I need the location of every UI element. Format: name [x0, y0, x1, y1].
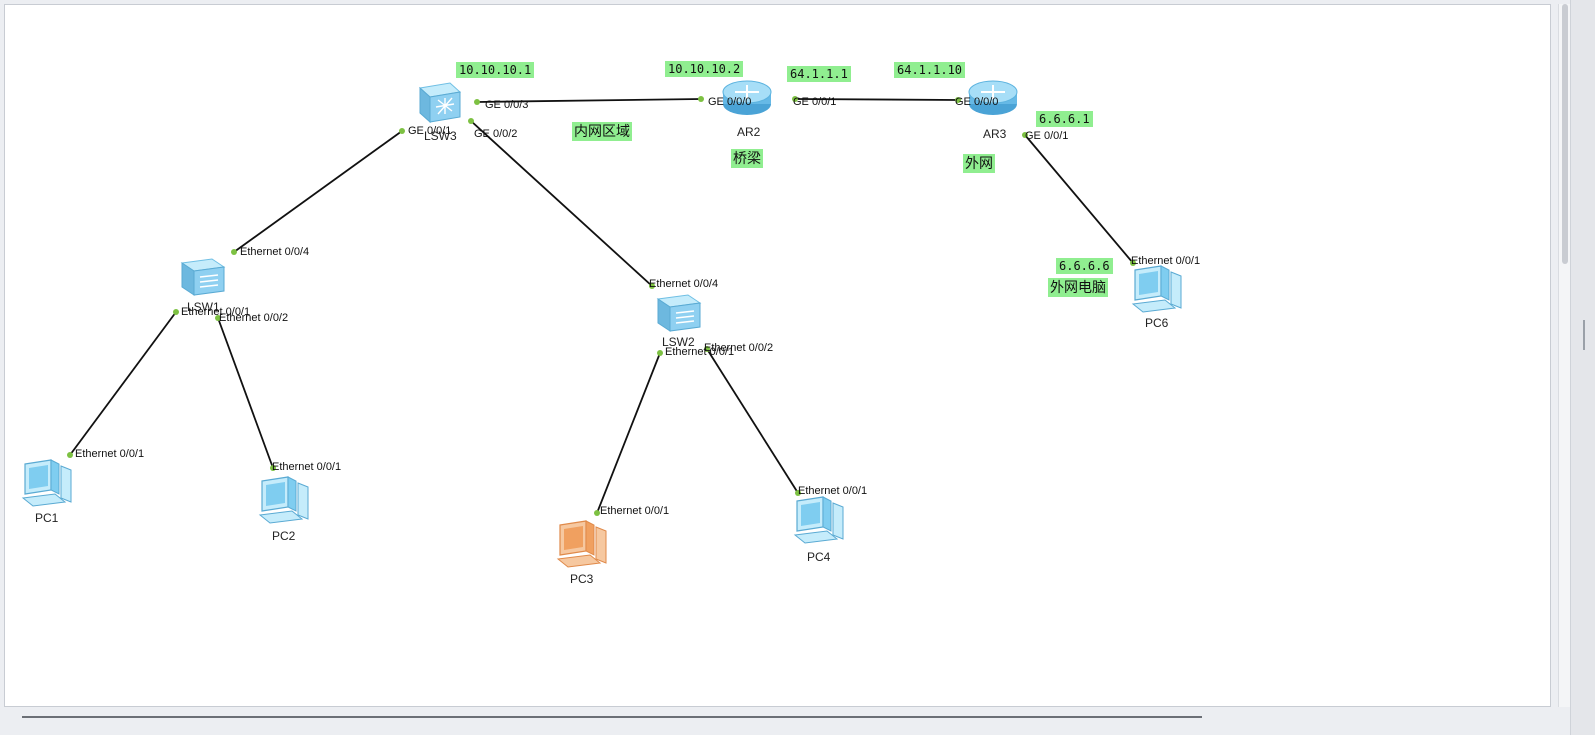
- zone-note: 外网: [963, 154, 995, 173]
- ip-note: 64.1.1.10: [894, 62, 966, 78]
- port-dot: [231, 249, 237, 255]
- links-layer: [67, 96, 1136, 516]
- zone-note: 内网区域: [572, 122, 632, 141]
- lsw2-label: LSW2: [662, 335, 695, 349]
- link-lsw3-ar2[interactable]: [476, 98, 702, 103]
- port-label-lsw2: Ethernet 0/0/1: [665, 346, 735, 358]
- lsw1-label: LSW1: [187, 300, 220, 314]
- panel-resize-grip[interactable]: [1583, 320, 1591, 350]
- lsw3-label: LSW3: [424, 129, 457, 143]
- port-dot: [955, 97, 961, 103]
- pc1-label: PC1: [35, 511, 59, 525]
- port-label-lsw2: Ethernet 0/0/2: [704, 342, 774, 354]
- port-label-pc3: Ethernet 0/0/1: [600, 505, 670, 517]
- port-label-ar2: GE 0/0/0: [708, 96, 752, 108]
- link-lsw2-pc3[interactable]: [596, 352, 661, 514]
- pc1-pc-icon[interactable]: [21, 459, 72, 507]
- port-dot: [67, 452, 73, 458]
- ar2-label: AR2: [737, 125, 761, 139]
- port-label-lsw1: Ethernet 0/0/2: [219, 312, 289, 324]
- port-label-lsw1: Ethernet 0/0/1: [181, 306, 251, 318]
- ip-note: 10.10.10.1: [456, 62, 535, 78]
- pc3-pc-icon[interactable]: [556, 520, 607, 568]
- port-dot: [173, 309, 179, 315]
- link-lsw1-pc2[interactable]: [217, 317, 274, 469]
- port-label-ar3: GE 0/0/0: [955, 96, 999, 108]
- ip-note: 6.6.6.1: [1036, 111, 1093, 127]
- horizontal-scrollbar[interactable]: [4, 710, 1551, 724]
- port-dot: [468, 118, 474, 124]
- port-dot: [594, 510, 600, 516]
- pc6-pc-icon[interactable]: [1131, 265, 1182, 313]
- pc2-label: PC2: [272, 529, 296, 543]
- port-dot: [474, 99, 480, 105]
- ar2-router-icon[interactable]: [722, 80, 772, 115]
- port-label-lsw1: Ethernet 0/0/4: [240, 246, 310, 258]
- link-ar2-ar3[interactable]: [794, 98, 959, 101]
- pc3-label: PC3: [570, 572, 594, 586]
- link-lsw3-lsw1[interactable]: [233, 130, 403, 253]
- ar3-label: AR3: [983, 127, 1007, 141]
- ip-note: 6.6.6.6: [1056, 258, 1113, 274]
- pc2-pc-icon[interactable]: [258, 476, 309, 524]
- zone-note: 外网电脑: [1048, 278, 1108, 297]
- lsw3-core-switch-icon[interactable]: [418, 82, 462, 124]
- port-label-lsw3: GE 0/0/1: [408, 125, 452, 137]
- port-dot: [657, 350, 663, 356]
- port-dot: [649, 283, 655, 289]
- port-label-pc2: Ethernet 0/0/1: [272, 461, 342, 473]
- port-label-pc1: Ethernet 0/0/1: [75, 448, 145, 460]
- link-ar3-pc6[interactable]: [1024, 134, 1134, 264]
- vertical-scroll-thumb[interactable]: [1562, 4, 1568, 264]
- port-label-lsw3: GE 0/0/2: [474, 128, 518, 140]
- horizontal-scroll-thumb[interactable]: [22, 716, 1202, 718]
- port-dot: [698, 96, 704, 102]
- vertical-scrollbar[interactable]: [1558, 4, 1571, 707]
- port-label-lsw3: GE 0/0/3: [485, 99, 529, 111]
- port-label-pc4: Ethernet 0/0/1: [798, 485, 868, 497]
- ip-note: 64.1.1.1: [787, 66, 851, 82]
- port-dot: [792, 96, 798, 102]
- topology-canvas[interactable]: GE 0/0/3 GE 0/0/0 GE 0/0/1 GE 0/0/0 GE 0/0/1…: [4, 4, 1551, 707]
- port-dot: [1130, 260, 1136, 266]
- ar3-router-icon[interactable]: [968, 80, 1018, 115]
- port-dot: [215, 315, 221, 321]
- port-label-lsw2: Ethernet 0/0/4: [649, 278, 719, 290]
- pc6-label: PC6: [1145, 316, 1169, 330]
- lsw2-switch-icon[interactable]: [656, 294, 702, 332]
- port-dot: [704, 346, 710, 352]
- pc4-label: PC4: [807, 550, 831, 564]
- port-dot: [270, 465, 276, 471]
- port-label-pc6: Ethernet 0/0/1: [1131, 255, 1201, 267]
- lsw1-switch-icon[interactable]: [180, 258, 226, 296]
- ip-note: 10.10.10.2: [665, 61, 744, 77]
- link-lsw1-pc1[interactable]: [69, 311, 177, 456]
- port-dot: [1022, 132, 1028, 138]
- zone-note: 桥梁: [731, 149, 763, 168]
- port-dot: [795, 490, 801, 496]
- pc4-pc-icon[interactable]: [793, 496, 844, 544]
- port-label-ar3: GE 0/0/1: [1025, 130, 1069, 142]
- link-lsw3-lsw2[interactable]: [470, 120, 653, 287]
- link-lsw2-pc4[interactable]: [706, 348, 799, 494]
- icons-layer: [21, 80, 1182, 568]
- side-panel-edge: [1570, 0, 1595, 735]
- port-label-ar2: GE 0/0/1: [793, 96, 837, 108]
- port-dot: [399, 128, 405, 134]
